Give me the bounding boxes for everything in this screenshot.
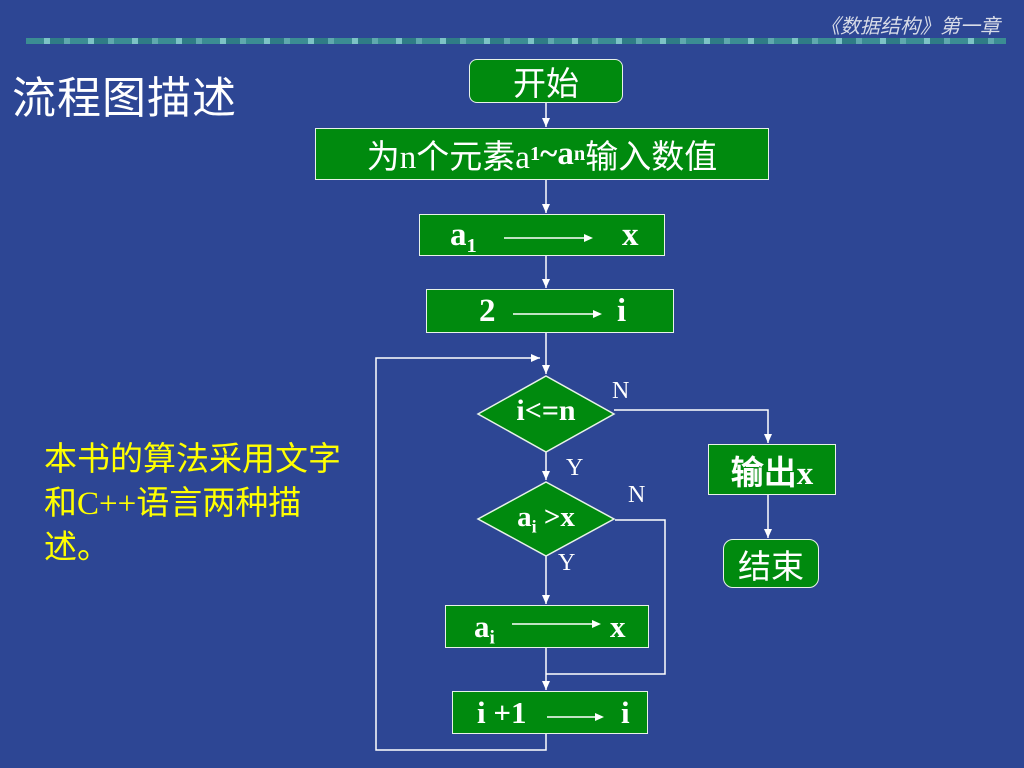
cond1-no-label: N	[612, 378, 630, 404]
assign-i-plus-1-node: i +1 i	[452, 691, 648, 734]
assign-ai-x-node: ai x	[445, 605, 649, 650]
end-node: 结束	[723, 539, 819, 588]
assign4-right: i	[621, 695, 630, 730]
cond2-no-label: N	[628, 482, 646, 508]
cond2-right: >x	[536, 501, 575, 533]
assign3-right: x	[610, 609, 626, 644]
cond1-yes-label: Y	[566, 455, 584, 481]
input-suffix: 输入数值	[585, 140, 718, 176]
start-node: 开始	[469, 59, 623, 103]
page-title: 流程图描述	[12, 74, 237, 123]
output-node: 输出x	[708, 444, 836, 495]
condition-i-le-n	[476, 375, 616, 453]
assign1-left-sub: 1	[466, 235, 477, 258]
output-label: 输出x	[730, 455, 814, 492]
assign3-left-var: a	[474, 609, 490, 644]
input-sub-1: 1	[529, 142, 541, 165]
cond2-left: a	[517, 501, 532, 533]
cond2-yes-label: Y	[558, 550, 576, 576]
assign3-left: ai	[474, 609, 495, 650]
start-label: 开始	[513, 67, 579, 103]
assign3-arrow	[512, 620, 601, 628]
condition-1-label: i<=n	[516, 394, 576, 427]
assign4-left: i +1	[477, 695, 527, 730]
assign3-left-sub: i	[489, 627, 495, 649]
input-sub-n: n	[573, 142, 586, 165]
header-divider	[26, 38, 1006, 44]
input-prefix: 为n个元素a	[366, 140, 530, 176]
assign-a1-x-node: a1 x	[419, 214, 665, 258]
assign1-right: x	[622, 217, 639, 253]
condition-ai-gt-x	[476, 481, 616, 557]
assign1-left: a1	[450, 217, 477, 258]
assign2-arrow	[513, 310, 602, 318]
assign2-left: 2	[479, 293, 496, 329]
assign1-left-var: a	[450, 217, 467, 253]
assign-2-i-node: 2 i	[426, 289, 674, 333]
input-mid: ~a	[540, 135, 574, 172]
description-note: 本书的算法采用文字和C++语言两种描述。	[44, 442, 341, 566]
end-label: 结束	[738, 549, 804, 586]
condition-2-label: ai >x	[476, 501, 616, 537]
assign4-arrow	[547, 713, 604, 721]
assign1-arrow	[504, 234, 593, 242]
cond2-sub: i	[531, 516, 537, 537]
assign2-right: i	[617, 293, 627, 329]
course-title: 《数据结构》第一章	[820, 16, 1000, 38]
